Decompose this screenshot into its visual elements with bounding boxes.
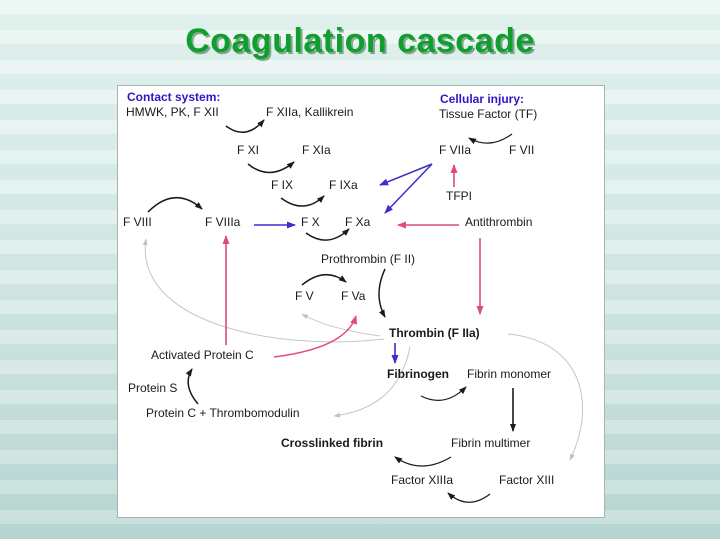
node-tfpi: TFPI <box>446 189 472 203</box>
node-f5: F V <box>295 289 314 303</box>
node-f11a: F XIa <box>302 143 331 157</box>
node-crosslinked-fibrin: Crosslinked fibrin <box>281 436 384 450</box>
node-f7a: F VIIa <box>439 143 472 157</box>
node-protein-c-thrombomodulin: Protein C + Thrombomodulin <box>146 406 300 420</box>
node-protein-s: Protein S <box>128 381 178 395</box>
arrow-f12-to-f12a <box>225 119 265 133</box>
node-tissue-factor: Tissue Factor (TF) <box>439 107 538 121</box>
arrow-f10-to-f10a <box>305 228 350 241</box>
node-f11: F XI <box>237 143 260 157</box>
arrow-thrombin-to-f5 <box>301 313 381 337</box>
node-f12a-kallikrein: F XIIa, Kallikrein <box>266 105 354 119</box>
node-fibrin-monomer: Fibrin monomer <box>467 367 552 381</box>
node-f5a: F Va <box>341 289 366 303</box>
node-f10a: F Xa <box>345 215 371 229</box>
arrow-f9-to-f9a <box>280 195 325 207</box>
node-prothrombin: Prothrombin (F II) <box>321 252 416 266</box>
arrow-f7a-to-f10a <box>384 163 433 214</box>
coagulation-diagram-panel: Contact system: HMWK, PK, F XII F XIIa, … <box>117 85 605 518</box>
arrow-protein-c-tm-to-apc <box>185 368 199 405</box>
node-f9a: F IXa <box>329 178 358 192</box>
cellular-injury-header: Cellular injury: <box>440 92 525 106</box>
node-f10: F X <box>301 215 320 229</box>
arrow-thrombin-to-protein-c <box>333 346 411 418</box>
arrow-f8-to-f8a <box>147 196 203 213</box>
arrow-f11-to-f11a <box>247 161 295 174</box>
arrow-multimer-to-crosslinked <box>394 456 452 467</box>
node-thrombin: Thrombin (F IIa) <box>389 326 480 340</box>
arrow-f7-to-f7a <box>468 133 513 145</box>
node-f9: F IX <box>271 178 294 192</box>
node-activated-protein-c: Activated Protein C <box>151 348 254 362</box>
arrow-f7a-to-f9a <box>379 163 433 186</box>
contact-system-header: Contact system: <box>127 90 221 104</box>
node-f8: F VIII <box>123 215 152 229</box>
arrow-prothrombin-to-thrombin <box>378 268 386 318</box>
node-factor-13: Factor XIII <box>499 473 555 487</box>
node-hmwk-pk-f12: HMWK, PK, F XII <box>126 105 219 119</box>
node-fibrinogen: Fibrinogen <box>387 367 449 381</box>
node-f7: F VII <box>509 143 535 157</box>
node-f8a: F VIIIa <box>205 215 241 229</box>
node-antithrombin: Antithrombin <box>465 215 533 229</box>
arrow-apc-to-f5a <box>273 315 357 358</box>
arrow-f5-to-f5a <box>301 274 347 286</box>
node-fibrin-multimer: Fibrin multimer <box>451 436 531 450</box>
arrow-f13-to-f13a <box>447 492 491 503</box>
arrow-fibrinogen-to-monomer <box>420 386 467 401</box>
node-factor-13a: Factor XIIIa <box>391 473 454 487</box>
slide-title: Coagulation cascade <box>185 22 535 60</box>
